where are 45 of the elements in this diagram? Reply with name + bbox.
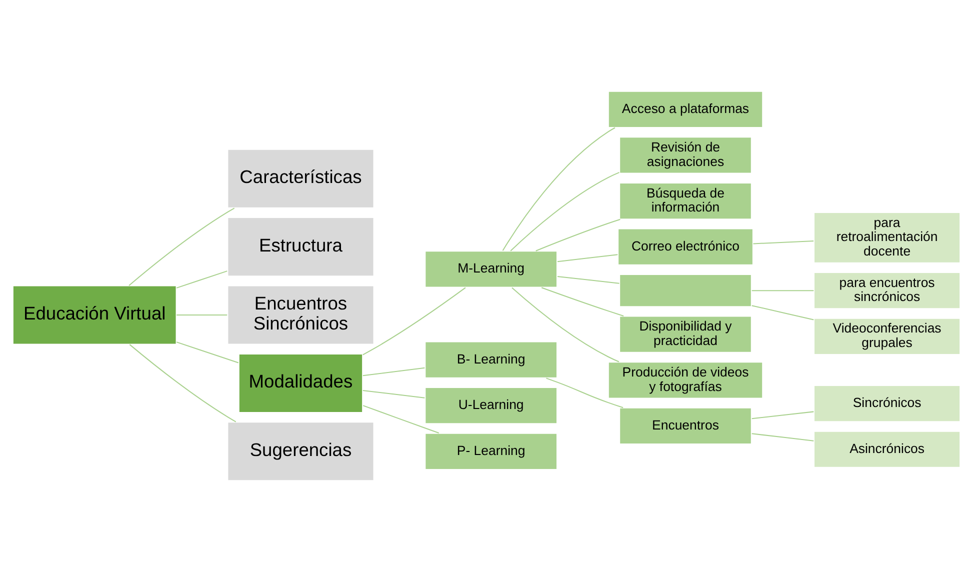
connector [128,207,235,286]
node-box: Encuentros Sincrónicos [226,284,375,345]
node-box: Modalidades [238,352,364,413]
node-box: Revisión de asignaciones [618,136,752,174]
node-box: Producción de videos y fotografías [607,360,764,399]
node-box: B- Learning [424,340,558,378]
connector [176,314,228,316]
connector [752,432,814,441]
node-box: Videoconferencias grupales [813,316,962,355]
node-box: Encuentros [618,406,752,445]
node-box: U-Learning [424,386,558,424]
node-box: Educación Virtual [12,284,178,345]
connector [557,254,618,262]
node-box: Sugerencias [226,420,375,482]
connector [502,126,616,250]
connector [752,410,814,419]
connector [362,286,466,355]
connector [362,404,440,433]
node-box: Características [226,148,375,208]
connector [546,377,624,408]
node-box: Estructura [226,216,375,277]
connector [512,286,620,362]
connector [129,344,236,422]
connector [362,389,425,398]
connector [541,286,624,316]
node-box: Disponibilidad y practicidad [618,314,752,353]
connector [536,218,620,251]
connector [510,172,620,251]
node-box: Asincrónicos [813,430,962,468]
connector [362,366,425,376]
node-box: M-Learning [424,250,558,288]
node-box: P- Learning [424,432,558,470]
connector [176,341,239,363]
node-box: Correo electrónico [617,227,754,266]
connector [557,275,620,284]
node-box [618,273,752,308]
node-box: Búsqueda de información [618,181,752,220]
node-box: Sincrónicos [813,384,962,422]
connector [176,270,228,288]
node-box: Acceso a plataformas [607,90,764,128]
connector [752,304,814,320]
connector [752,290,814,291]
node-box: para retroalimentación docente [813,210,962,264]
node-box: para encuentros sincrónicos [813,271,962,310]
connector [753,240,814,244]
